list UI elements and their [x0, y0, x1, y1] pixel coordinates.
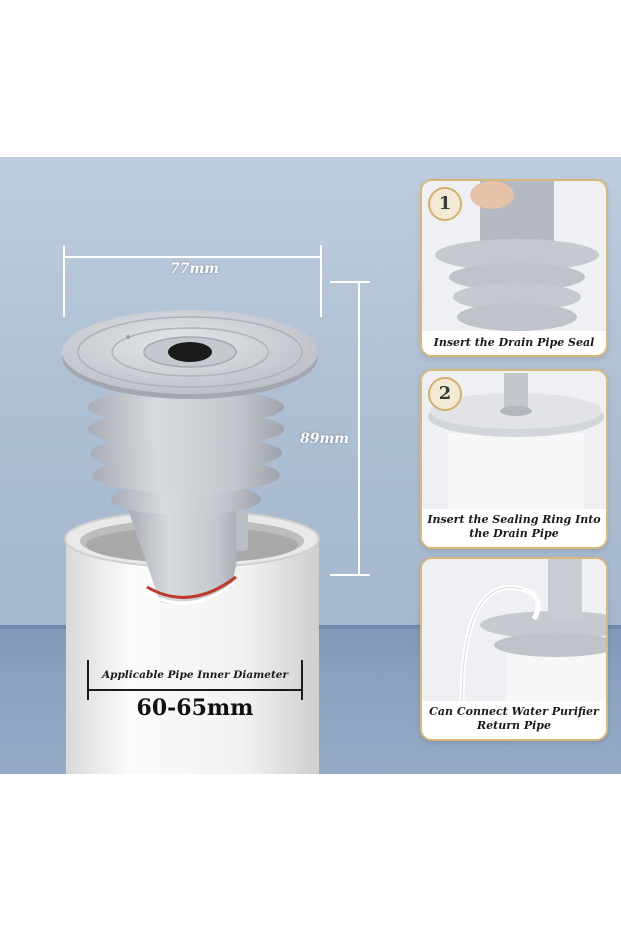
height-dimension-tick-bottom: [330, 574, 370, 576]
step-card-1: 1 Insert the Drain Pipe Seal Ring: [420, 179, 608, 357]
product-scene: 77mm 89mm Applicable Pipe Inner Diameter…: [0, 157, 621, 774]
step-3-image: [422, 559, 606, 704]
step-3-caption: Can Connect Water Purifier Return Pipe: [422, 701, 606, 739]
width-dimension-tick-right: [320, 245, 322, 317]
step-card-2: 2 Insert the Sealing Ring Into the Drain…: [420, 369, 608, 549]
width-dimension-tick-left: [63, 245, 65, 317]
step-2-caption: Insert the Sealing Ring Into the Drain P…: [422, 509, 606, 547]
step-1-caption: Insert the Drain Pipe Seal Ring: [422, 331, 606, 355]
seal-ring: [62, 310, 318, 605]
step-card-3: Can Connect Water Purifier Return Pipe: [420, 557, 608, 741]
height-dimension-tick-top: [330, 281, 370, 283]
height-label: 89mm: [300, 431, 350, 447]
pipe-diameter-caption: Applicable Pipe Inner Diameter: [101, 669, 289, 681]
product-illustration: [62, 310, 320, 774]
diameter-tick-left: [87, 660, 89, 700]
width-dimension-line: [63, 256, 321, 258]
step-2-badge: 2: [428, 377, 462, 411]
pipe-diameter-value: 60-65mm: [136, 695, 254, 721]
diameter-dimension-line: [88, 689, 302, 691]
diameter-tick-right: [301, 660, 303, 700]
width-label: 77mm: [170, 261, 220, 277]
step-1-badge: 1: [428, 187, 462, 221]
height-dimension-line: [358, 281, 360, 576]
